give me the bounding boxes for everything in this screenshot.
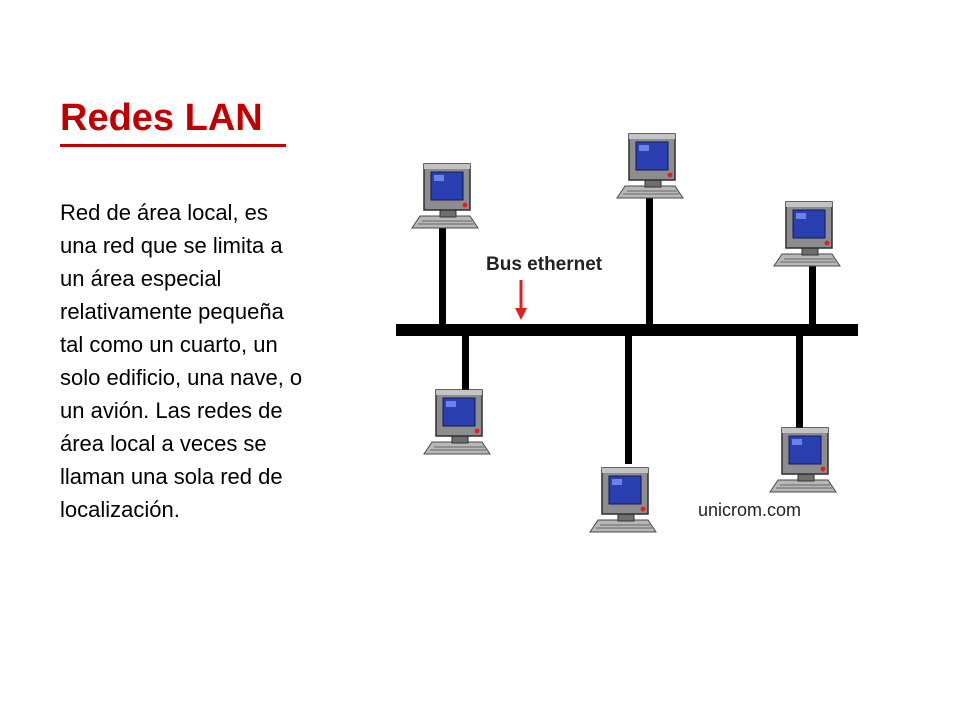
body-line: un área especial (60, 266, 222, 291)
slide-body-text: Red de área local, es una red que se lim… (60, 196, 370, 526)
computer-icon (769, 427, 837, 493)
drop-line (796, 334, 803, 429)
body-line: tal como un cuarto, un (60, 332, 278, 357)
drop-line (462, 334, 469, 396)
bus-label: Bus ethernet (486, 254, 603, 275)
drop-line (625, 334, 632, 464)
computer-icon (423, 389, 491, 455)
drop-line (809, 265, 816, 326)
body-line: llaman una sola red de (60, 464, 283, 489)
lan-bus-diagram: Bus ethernet unicrom.com (396, 133, 858, 533)
body-line: una red que se limita a (60, 233, 283, 258)
body-line: solo edificio, una nave, o (60, 365, 303, 390)
body-line: un avión. Las redes de (60, 398, 283, 423)
drop-line (439, 228, 446, 326)
slide-title: Redes LAN (60, 97, 263, 139)
body-line: localización. (60, 497, 180, 522)
computer-icon (411, 163, 479, 229)
credit-label: unicrom.com (698, 500, 801, 520)
ethernet-bus (396, 324, 858, 336)
body-line: Red de área local, es (60, 200, 268, 225)
computer-icon (773, 201, 841, 267)
body-line: área local a veces se (60, 431, 267, 456)
title-underline (60, 144, 286, 147)
computer-icon (616, 133, 684, 199)
drop-line (646, 198, 653, 326)
bus-arrow-head (515, 308, 527, 320)
computer-icon (589, 467, 657, 533)
body-line: relativamente pequeña (60, 299, 284, 324)
